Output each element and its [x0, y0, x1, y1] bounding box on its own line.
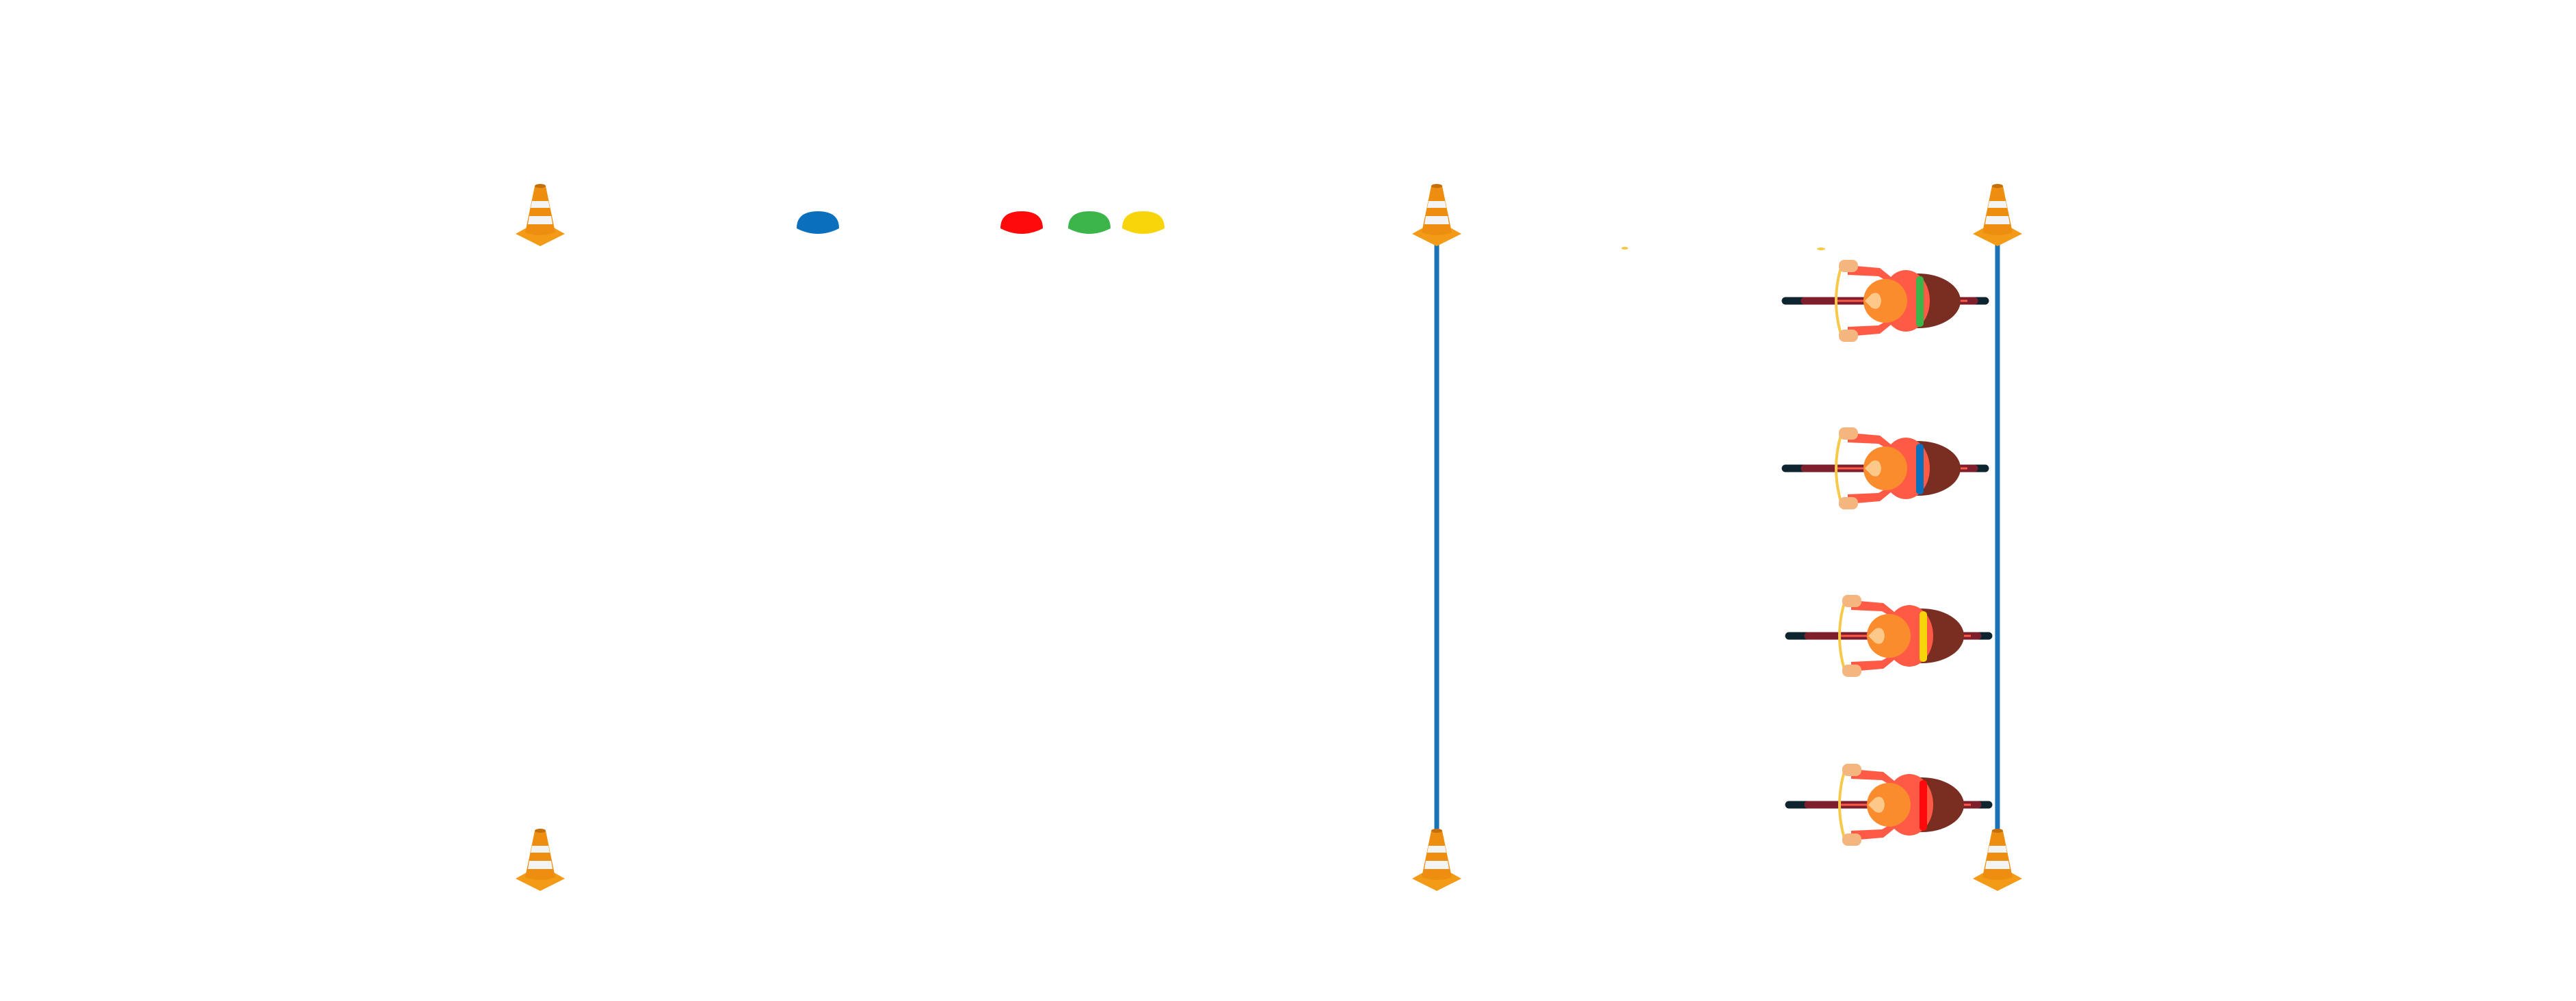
cyclist-icon	[1781, 427, 1989, 509]
marker-dome-blue-icon	[797, 211, 839, 234]
cyclist-icon	[1785, 764, 1993, 846]
cyclist-icon	[1785, 595, 1993, 677]
marker-dome-red-icon	[1000, 211, 1043, 234]
traffic-cone-icon	[516, 829, 565, 891]
marker-dome-green-icon	[1068, 211, 1111, 234]
traffic-cone-icon	[1973, 829, 2022, 891]
traffic-cone-icon	[1412, 829, 1461, 891]
marker-dome-yellow-icon	[1122, 211, 1165, 234]
marker-speck	[1817, 248, 1825, 250]
traffic-cone-icon	[1412, 184, 1461, 246]
marker-speck	[1621, 247, 1628, 250]
traffic-cone-icon	[1973, 184, 2022, 246]
traffic-cone-icon	[516, 184, 565, 246]
cyclist-icon	[1781, 260, 1989, 342]
